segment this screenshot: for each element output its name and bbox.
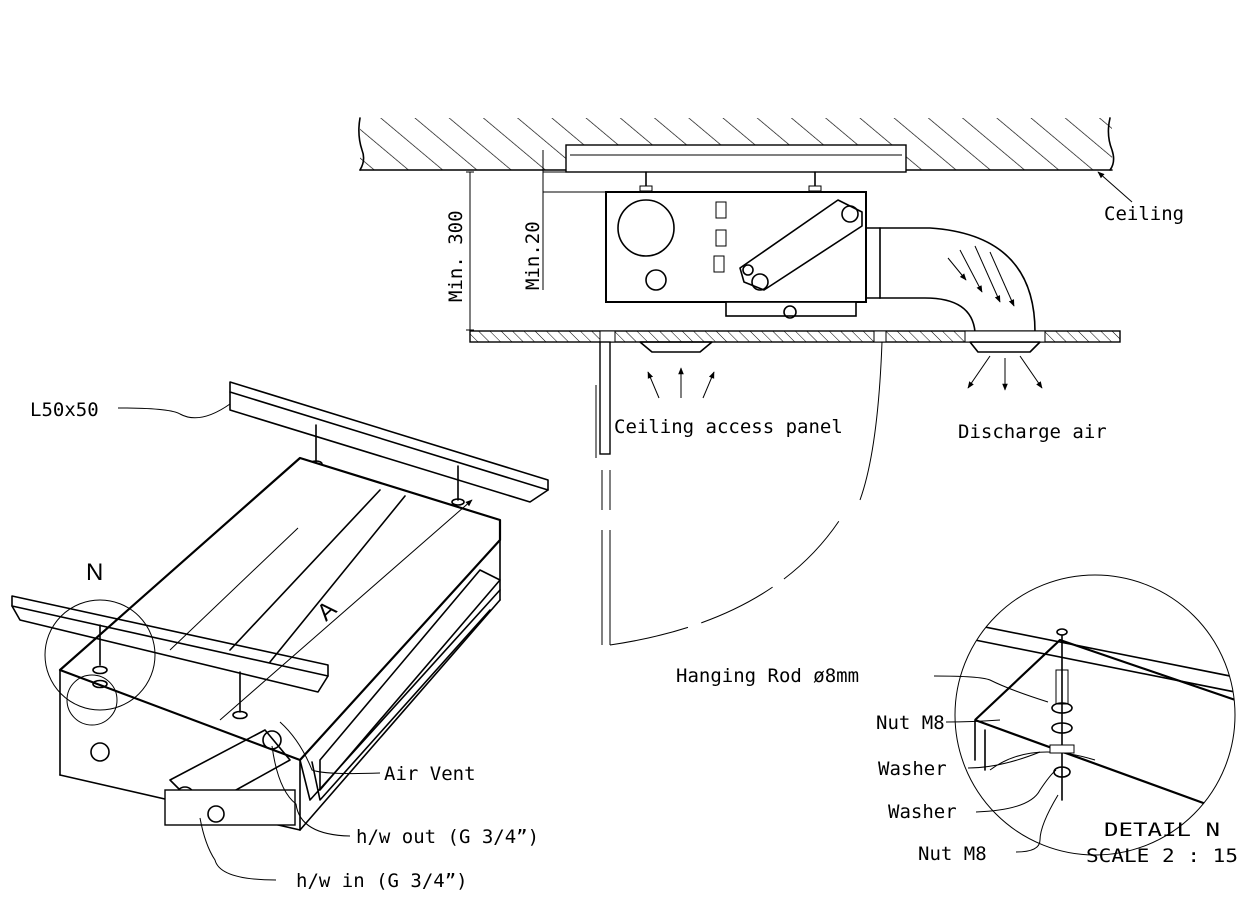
label-washer-bottom: Washer [888,801,957,823]
angle-bar-top [229,381,549,503]
access-panel-swing [595,341,1043,646]
label-nut-m8-bottom: Nut M8 [918,843,987,865]
false-ceiling [469,330,1121,353]
label-ceiling: Ceiling [1104,203,1184,225]
label-detail-scale: SCALE 2 : 15 [1086,845,1238,867]
label-discharge-air: Discharge air [958,421,1107,443]
label-min20: Min.20 [522,221,544,290]
label-detail-title: DETAIL N [1104,819,1220,841]
label-ceiling-access-panel: Ceiling access panel [614,416,843,438]
angle-bar-bottom [11,595,329,693]
label-hanging-rod: Hanging Rod ø8mm [676,665,859,687]
isometric-view [11,381,549,881]
label-air-vent: Air Vent [384,763,476,785]
label-l50x50: L50x50 [30,399,99,421]
discharge-duct [865,227,1036,333]
detail-n-marker-circle [44,599,156,711]
label-min300: Min. 300 [445,210,467,302]
label-detail-marker-n: N [86,559,103,586]
label-hw-in: h/w in (G 3/4”) [296,870,468,892]
label-washer-top: Washer [878,758,947,780]
label-nut-m8-top: Nut M8 [876,712,945,734]
fan-coil-unit-side [605,191,867,319]
label-hw-out: h/w out (G 3/4”) [356,826,539,848]
detail-n [933,574,1236,856]
dimension-min20 [542,150,607,290]
section-view [358,117,1133,646]
ceiling-slab [358,117,1115,173]
dimension-min300 [466,171,474,331]
fan-coil-unit-iso [58,456,502,831]
